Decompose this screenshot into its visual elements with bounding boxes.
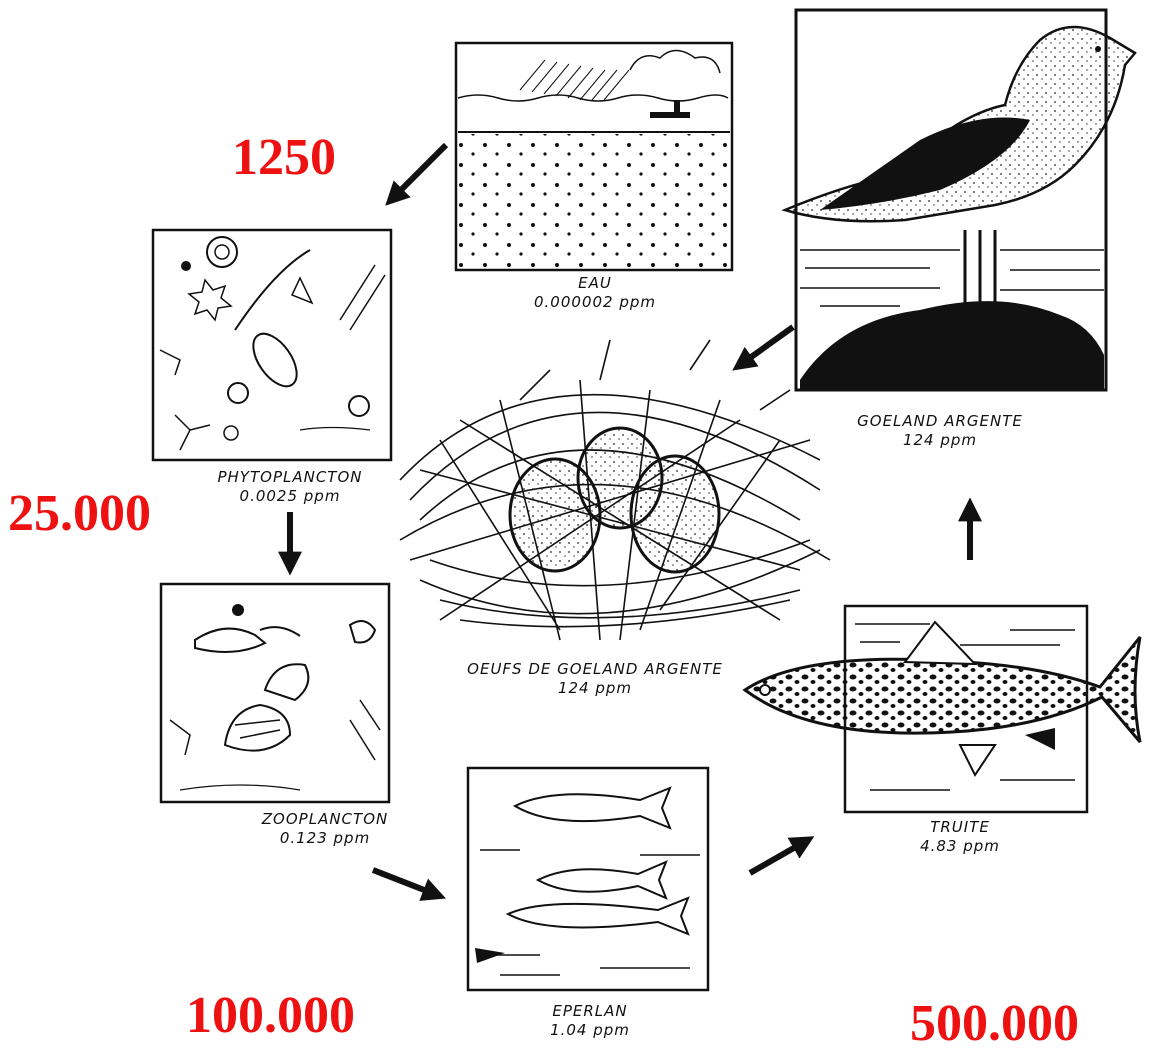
- phytoplancton-label: PHYTOPLANCTON 0.0025 ppm: [190, 468, 390, 506]
- goeland-name: GOELAND ARGENTE: [820, 412, 1060, 431]
- eperlan-panel: [468, 768, 708, 990]
- eau-name: EAU: [470, 274, 720, 293]
- truite-value: 4.83 ppm: [880, 837, 1040, 856]
- nest-illustration: [400, 340, 830, 640]
- factor-1250: 1250: [232, 132, 336, 184]
- arrow-goeland-to-nest: [740, 327, 793, 365]
- eperlan-value: 1.04 ppm: [500, 1021, 680, 1040]
- phytoplancton-panel: [153, 230, 391, 460]
- factor-25000: 25.000: [8, 488, 151, 540]
- factor-500000: 500.000: [910, 998, 1079, 1050]
- zooplancton-value: 0.123 ppm: [225, 829, 425, 848]
- eau-label: EAU 0.000002 ppm: [470, 274, 720, 312]
- eperlan-name: EPERLAN: [500, 1002, 680, 1021]
- arrow-zoo-to-eperlan: [373, 870, 437, 895]
- goeland-panel: [785, 10, 1135, 390]
- truite-panel: [745, 606, 1140, 812]
- zooplancton-label: ZOOPLANCTON 0.123 ppm: [225, 810, 425, 848]
- goeland-label: GOELAND ARGENTE 124 ppm: [820, 412, 1060, 450]
- oeufs-label: OEUFS DE GOELAND ARGENTE 124 ppm: [420, 660, 770, 698]
- truite-name: TRUITE: [880, 818, 1040, 837]
- factor-100000: 100.000: [186, 990, 355, 1042]
- phytoplancton-value: 0.0025 ppm: [190, 487, 390, 506]
- zooplancton-name: ZOOPLANCTON: [225, 810, 425, 829]
- goeland-value: 124 ppm: [820, 431, 1060, 450]
- oeufs-name: OEUFS DE GOELAND ARGENTE: [420, 660, 770, 679]
- oeufs-value: 124 ppm: [420, 679, 770, 698]
- phytoplancton-name: PHYTOPLANCTON: [190, 468, 390, 487]
- zooplancton-panel: [161, 584, 389, 802]
- eperlan-label: EPERLAN 1.04 ppm: [500, 1002, 680, 1040]
- arrow-eau-to-phyto: [392, 145, 446, 199]
- eau-value: 0.000002 ppm: [470, 293, 720, 312]
- arrow-eperlan-to-truite: [750, 841, 806, 873]
- truite-label: TRUITE 4.83 ppm: [880, 818, 1040, 856]
- eau-panel: [456, 43, 732, 270]
